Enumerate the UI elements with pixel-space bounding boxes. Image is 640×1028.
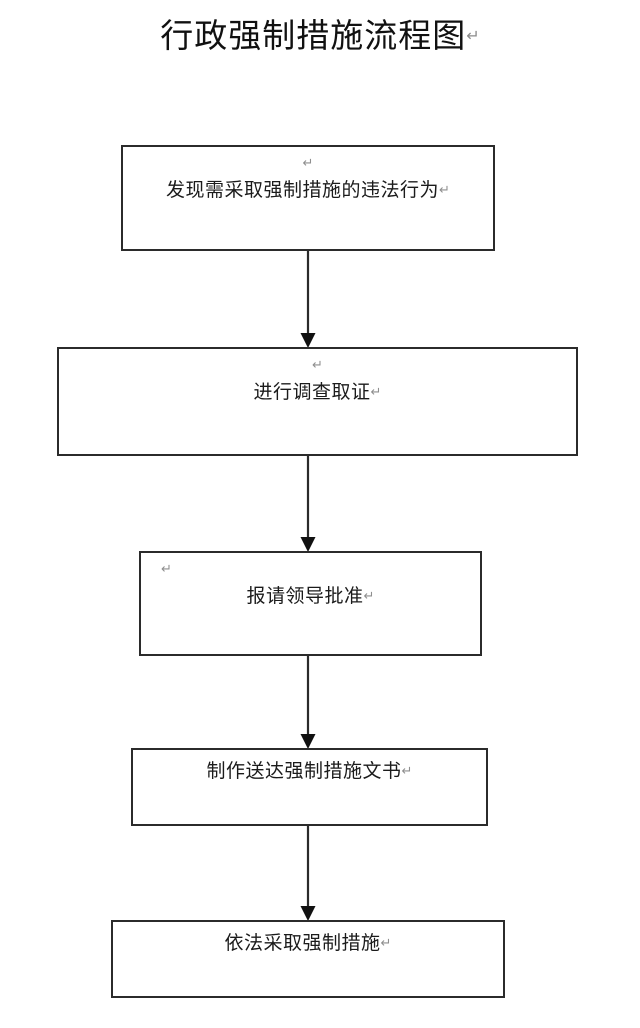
flow-node-1-label: 发现需采取强制措施的违法行为 (166, 179, 440, 201)
paragraph-mark-icon: ↵ (401, 764, 413, 779)
flow-connector-2 (295, 455, 321, 552)
flow-node-1-content: ↵ 发现需采取强制措施的违法行为↵ (123, 147, 493, 249)
flow-node-3[interactable]: ↵ 报请领导批准↵ (139, 551, 482, 656)
paragraph-mark-icon: ↵ (380, 936, 392, 951)
page-title: 行政强制措施流程图↵ (0, 14, 640, 58)
flow-node-3-label: 报请领导批准 (246, 585, 364, 607)
flow-connector-4 (295, 825, 321, 921)
paragraph-mark-icon: ↵ (466, 26, 480, 45)
flow-node-4-label: 制作送达强制措施文书 (206, 760, 402, 782)
arrow-down-icon (300, 655, 316, 749)
flow-node-2-label: 进行调查取证 (253, 381, 371, 403)
flow-node-4-content: 制作送达强制措施文书↵ (133, 750, 486, 824)
paragraph-mark-icon: ↵ (312, 358, 323, 373)
flow-node-1-label-line: 发现需采取强制措施的违法行为↵ (131, 175, 485, 206)
flow-node-3-content: ↵ 报请领导批准↵ (141, 553, 480, 654)
flow-node-4[interactable]: 制作送达强制措施文书↵ (131, 748, 488, 826)
flow-node-2-label-line: 进行调查取证↵ (67, 377, 568, 408)
page-title-text: 行政强制措施流程图 (160, 16, 467, 55)
arrow-down-icon (300, 825, 316, 921)
flow-node-2-content: ↵ 进行调查取证↵ (59, 349, 576, 454)
flow-node-5-label-line: 依法采取强制措施↵ (121, 928, 495, 959)
paragraph-mark-icon: ↵ (161, 562, 172, 577)
paragraph-mark-icon: ↵ (363, 589, 375, 604)
paragraph-mark-icon: ↵ (302, 156, 314, 171)
flow-connector-3 (295, 655, 321, 749)
arrow-down-icon (300, 250, 316, 348)
flow-node-2[interactable]: ↵ 进行调查取证↵ (57, 347, 578, 456)
flow-node-5-content: 依法采取强制措施↵ (113, 922, 503, 996)
flow-node-4-label-line: 制作送达强制措施文书↵ (141, 756, 478, 787)
flow-connector-1 (295, 250, 321, 348)
flow-node-3-label-line: 报请领导批准↵ (149, 581, 472, 612)
flow-node-1[interactable]: ↵ 发现需采取强制措施的违法行为↵ (121, 145, 495, 251)
flow-node-5-label: 依法采取强制措施 (224, 932, 381, 954)
paragraph-mark-icon: ↵ (370, 385, 382, 400)
paragraph-mark-icon: ↵ (439, 183, 450, 198)
flow-node-5[interactable]: 依法采取强制措施↵ (111, 920, 505, 998)
arrow-down-icon (300, 455, 316, 552)
